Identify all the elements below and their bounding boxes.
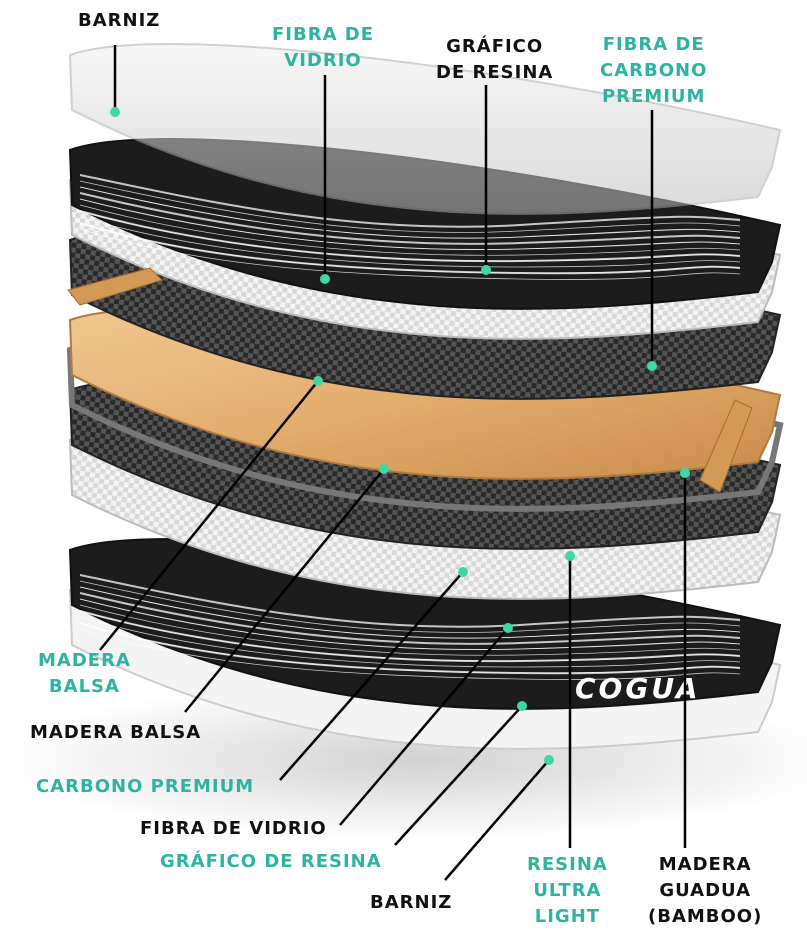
label-line: RESINA (527, 854, 608, 875)
graphic-streak (79, 204, 741, 256)
graphic-streak (79, 228, 741, 280)
label-line: (BAMBOO) (648, 906, 763, 927)
label-fibra-de-vidrio-bottom: FIBRA DE VIDRIO (140, 816, 327, 842)
brand-logo: COGUA (575, 672, 700, 705)
bamboo-stick-left (67, 267, 163, 306)
label-line: FIBRA DE VIDRIO (140, 818, 327, 839)
label-grafico-de-resina-top: GRÁFICO DE RESINA (436, 34, 553, 86)
leader-dot (458, 567, 468, 577)
bamboo-stick-right (699, 399, 753, 493)
label-line: FIBRA DE (602, 34, 705, 55)
label-line: VIDRIO (284, 50, 362, 71)
leader-dot (680, 468, 690, 478)
leader-line (394, 705, 523, 846)
leader-line (99, 380, 319, 651)
leader-dot (503, 623, 513, 633)
graphic-streak (79, 580, 741, 633)
graphic-streak (79, 222, 741, 275)
leader-dot (313, 376, 323, 386)
leader-line (339, 627, 509, 826)
label-grafico-de-resina-bottom: GRÁFICO DE RESINA (160, 849, 382, 875)
graphic-streak (79, 180, 741, 233)
leader-line (444, 759, 550, 881)
label-madera-balsa-black: MADERA BALSA (30, 720, 201, 746)
grafico-bottom-layer: COGUA (68, 538, 782, 710)
leader-dot (320, 274, 330, 284)
label-resina-ultra-light: RESINA ULTRA LIGHT (527, 852, 608, 930)
label-line: GRÁFICO (446, 36, 544, 57)
graphic-streak (79, 622, 741, 675)
graphic-streak (79, 174, 741, 228)
label-line: GUADUA (659, 880, 752, 901)
label-barniz-top: BARNIZ (78, 8, 160, 34)
label-line: CARBONO PREMIUM (36, 776, 255, 797)
graphic-streak (79, 574, 741, 628)
leader-dot (517, 701, 527, 711)
label-fibra-de-carbono-premium: FIBRA DE CARBONO PREMIUM (600, 32, 707, 110)
label-barniz-bottom: BARNIZ (370, 890, 452, 916)
leader-dot (110, 107, 120, 117)
barniz-top-layer (68, 43, 782, 215)
graphic-streak (79, 592, 741, 645)
graphic-streak (79, 598, 741, 650)
graphic-streak (79, 628, 741, 680)
graphic-streak (79, 604, 741, 656)
label-line: CARBONO (600, 60, 708, 81)
label-line: MADERA (658, 854, 752, 875)
label-line: ULTRA (533, 880, 602, 901)
label-line: DE RESINA (436, 62, 554, 83)
label-line: BALSA (48, 676, 120, 697)
leader-dot (647, 361, 657, 371)
graphic-streak (79, 186, 741, 239)
label-madera-balsa-teal: MADERA BALSA (38, 648, 131, 700)
label-line: MADERA BALSA (30, 722, 202, 743)
label-line: GRÁFICO DE RESINA (160, 851, 382, 872)
label-fibra-de-vidrio-top: FIBRA DE VIDRIO (272, 22, 374, 74)
graphic-streak (79, 210, 741, 262)
graphic-streak (79, 216, 741, 268)
leader-line (279, 571, 464, 781)
leader-dot (379, 464, 389, 474)
label-line: BARNIZ (78, 10, 161, 31)
leader-dot (481, 265, 491, 275)
graphic-streak (79, 610, 741, 662)
label-line: BARNIZ (370, 892, 453, 913)
label-line: MADERA (38, 650, 131, 671)
leader-line (184, 468, 385, 713)
leader-dot (544, 755, 554, 765)
leader-dot (565, 551, 575, 561)
label-line: LIGHT (534, 906, 601, 927)
graphic-streak (79, 198, 741, 250)
label-line: PREMIUM (601, 86, 706, 107)
label-line: FIBRA DE (272, 24, 375, 45)
graphic-streak (79, 586, 741, 639)
grafico-top-layer (68, 138, 782, 310)
graphic-streak (79, 192, 741, 245)
label-madera-guadua: MADERA GUADUA (BAMBOO) (648, 852, 762, 930)
label-carbono-premium: CARBONO PREMIUM (36, 774, 254, 800)
